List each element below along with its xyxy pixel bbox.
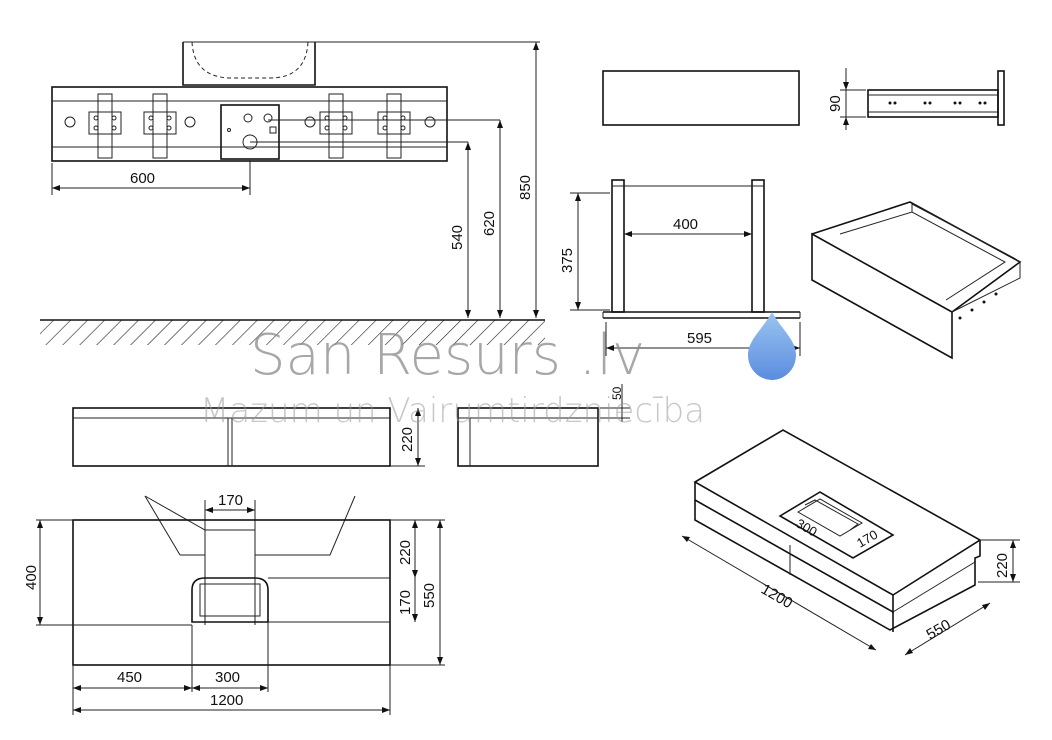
mount-bracket-4 [377,93,411,159]
dim-300-plan: 300 [215,669,240,686]
dim-450: 450 [117,669,142,686]
wall-mount-elevation: 600 540 620 850 [40,41,545,345]
dim-170-top: 170 [218,492,243,509]
watermark-subtitle: Mazum un Vairumtirdzniecība [200,391,705,431]
dim-50: 50 [610,386,624,400]
dim-220-plan: 220 [397,540,414,565]
dim-550-iso: 550 [924,616,954,643]
dim-90: 90 [827,95,844,112]
dim-550-plan: 550 [421,583,438,608]
drawer-frame-view: 400 375 595 [559,179,801,356]
dim-1200-plan: 1200 [210,692,243,709]
watermark: San Resurs .lv Mazum un Vairumtirdzniecī… [200,312,796,431]
mount-bracket-2 [143,93,177,159]
dim-400-drawer: 400 [673,216,698,233]
dim-600: 600 [130,170,155,187]
floor-hatch [40,320,545,345]
dim-375: 375 [559,248,576,273]
dim-170-plan: 170 [397,590,414,615]
cabinet-front-view: 50 220 [72,384,630,467]
drawer-front-view [602,70,800,126]
dim-850: 850 [517,175,534,200]
cabinet-plan-view: 170 400 220 170 550 [23,492,445,715]
water-drop-icon [748,312,796,380]
dim-220-front: 220 [399,427,416,452]
mount-bracket-1 [88,93,122,159]
watermark-title: San Resurs .lv [250,323,645,388]
dim-540: 540 [449,225,466,250]
dim-220-iso: 220 [994,553,1011,578]
mount-bracket-3 [319,93,353,159]
dim-400-plan: 400 [23,565,40,590]
dim-170-iso: 170 [854,527,880,551]
dim-620: 620 [481,211,498,236]
dim-1200-iso: 1200 [758,581,795,612]
cabinet-isometric-view: 1200 550 300 170 220 [681,429,1020,656]
drawer-isometric-view [811,201,1022,360]
drawer-side-view: 90 [827,68,1005,130]
dim-595: 595 [687,330,712,347]
